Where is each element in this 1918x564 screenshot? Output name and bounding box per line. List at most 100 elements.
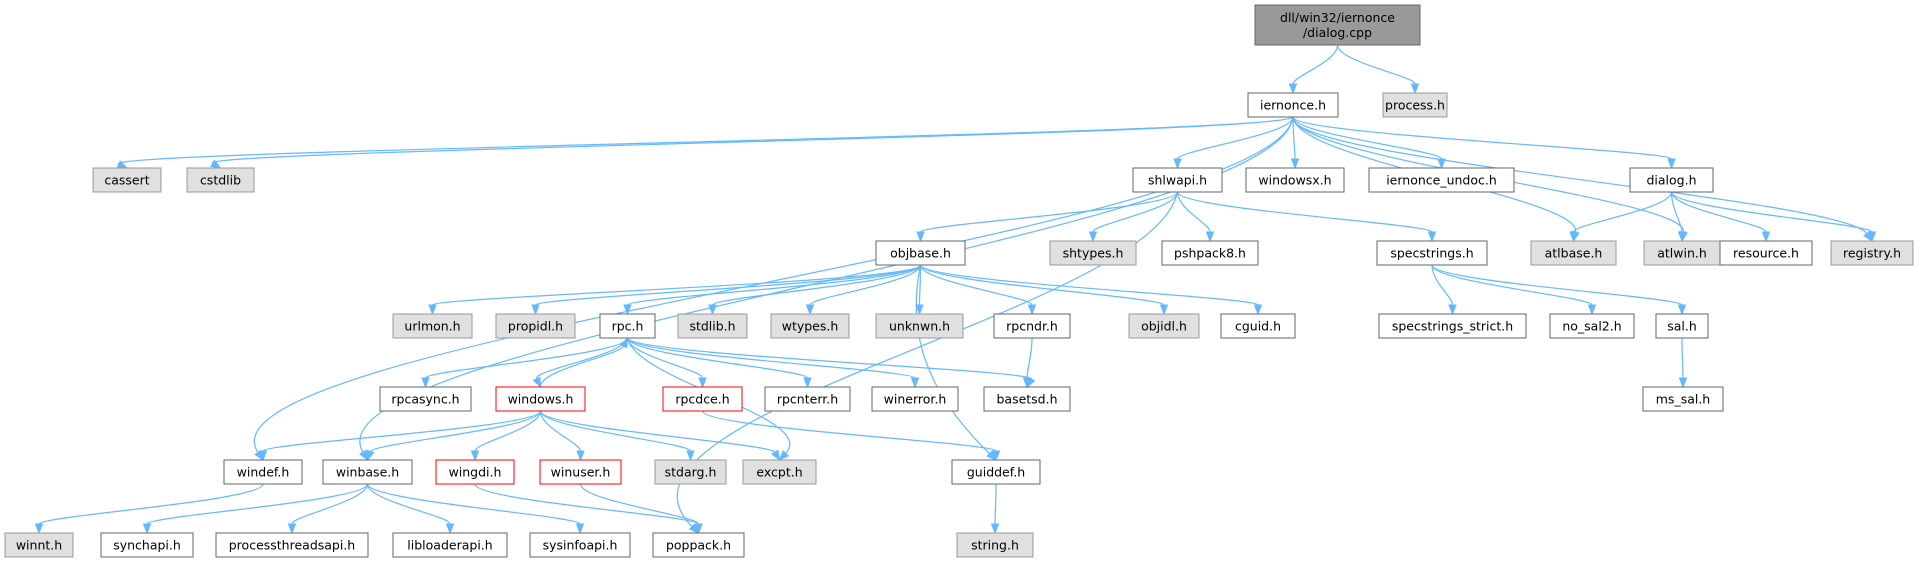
node-winuser-h[interactable]: winuser.h	[539, 459, 622, 485]
node-poppack-h[interactable]: poppack.h	[652, 532, 745, 558]
arrowhead-iernonce_h-to-dialog_h	[1667, 158, 1676, 170]
node-winbase-h[interactable]: winbase.h	[322, 459, 413, 485]
edge-winbase_h-to-sysinfoapi_h	[366, 483, 581, 525]
edge-objbase_h-to-stdlib_h	[711, 264, 922, 306]
arrowhead-iernonce_h-to-cstdlib	[210, 159, 222, 169]
node-pshpack8-h[interactable]: pshpack8.h	[1161, 240, 1259, 266]
node-cassert[interactable]: cassert	[92, 167, 162, 193]
node-windows-h[interactable]: windows.h	[495, 386, 586, 412]
node-windef-h[interactable]: windef.h	[223, 459, 303, 485]
node-label: shtypes.h	[1063, 246, 1124, 261]
node-process-h[interactable]: process.h	[1382, 92, 1448, 118]
node-stdarg-h[interactable]: stdarg.h	[654, 459, 727, 485]
node-box	[1368, 167, 1515, 193]
node-box	[1245, 167, 1345, 193]
node-sal-h[interactable]: sal.h	[1655, 313, 1709, 339]
node-box	[677, 313, 748, 339]
node-windowsx-h[interactable]: windowsx.h	[1245, 167, 1345, 193]
arrowhead-dialog_h-to-registry_h	[1867, 231, 1877, 243]
node-dialog-h[interactable]: dialog.h	[1629, 167, 1714, 193]
node-string-h[interactable]: string.h	[956, 532, 1034, 558]
node-cguid-h[interactable]: cguid.h	[1220, 313, 1296, 339]
node-box	[215, 532, 369, 558]
node-sysinfoapi-h[interactable]: sysinfoapi.h	[529, 532, 631, 558]
arrowhead-windows_h-to-excpt_h	[771, 449, 781, 462]
arrowhead-objbase_h-to-rpcndr_h	[1027, 304, 1037, 316]
node-iernonce-h[interactable]: iernonce.h	[1247, 92, 1339, 118]
arrowhead-shlwapi_h-to-objbase_h	[916, 231, 925, 243]
node-propidl-h[interactable]: propidl.h	[495, 313, 576, 339]
edge-windows_h-to-stdarg_h	[539, 410, 692, 452]
node-ms-sal-h[interactable]: ms_sal.h	[1642, 386, 1724, 412]
arrowhead-objbase_h-to-urlmon_h	[428, 304, 437, 316]
edge-objbase_h-to-propidl_h	[534, 264, 922, 306]
arrowhead-objbase_h-to-unknwn_h	[915, 304, 924, 316]
node-atlwin-h[interactable]: atlwin.h	[1643, 240, 1721, 266]
node-registry-h[interactable]: registry.h	[1830, 240, 1914, 266]
node-processthreadsapi-h[interactable]: processthreadsapi.h	[215, 532, 369, 558]
edge-dialog_h-to-atlbase_h	[1572, 191, 1673, 233]
arrowhead-dialog_h-to-atlwin_h	[1677, 231, 1687, 243]
node-shtypes-h[interactable]: shtypes.h	[1049, 240, 1137, 266]
node-rpc-h[interactable]: rpc.h	[599, 313, 656, 339]
node-rpcasync-h[interactable]: rpcasync.h	[379, 386, 472, 412]
edge-root-to-iernonce_h	[1292, 44, 1339, 85]
node-box	[495, 386, 586, 412]
arrowhead-guiddef_h-to-string_h	[990, 523, 1000, 535]
node-specstrings-strict-h[interactable]: specstrings_strict.h	[1378, 313, 1527, 339]
node-box	[983, 386, 1071, 412]
arrowhead-specstrings_h-to-sal_h	[1677, 304, 1687, 316]
node-rpcdce-h[interactable]: rpcdce.h	[662, 386, 743, 412]
node-basetsd-h[interactable]: basetsd.h	[983, 386, 1071, 412]
node-urlmon-h[interactable]: urlmon.h	[392, 313, 473, 339]
arrowhead-windows_h-to-stdarg_h	[686, 450, 695, 462]
node-wingdi-h[interactable]: wingdi.h	[435, 459, 515, 485]
node-box	[770, 313, 850, 339]
arrowhead-windows_h-to-winbase_h	[366, 449, 375, 462]
node-box	[539, 459, 622, 485]
arrowhead-shlwapi_h-to-specstrings_h	[1427, 231, 1437, 243]
node-atlbase-h[interactable]: atlbase.h	[1530, 240, 1617, 266]
node-excpt-h[interactable]: excpt.h	[742, 459, 817, 485]
node-cstdlib[interactable]: cstdlib	[186, 167, 255, 193]
node-specstrings-h[interactable]: specstrings.h	[1376, 240, 1488, 266]
node-label: synchapi.h	[113, 538, 181, 553]
node-label: iernonce_undoc.h	[1386, 173, 1497, 188]
node-label: rpc.h	[612, 319, 644, 334]
node-winerror-h[interactable]: winerror.h	[871, 386, 959, 412]
node-box	[322, 459, 413, 485]
node-no-sal2-h[interactable]: no_sal2.h	[1549, 313, 1635, 339]
arrowhead-rpc_h-to-rpcdce_h	[698, 377, 707, 389]
node-unknwn-h[interactable]: unknwn.h	[875, 313, 964, 339]
arrowhead-rpc_h-to-windows_h	[532, 376, 542, 389]
edge-iernonce_h-to-dialog_h	[1292, 116, 1673, 160]
node-guiddef-h[interactable]: guiddef.h	[951, 459, 1041, 485]
node-label: cassert	[104, 173, 149, 188]
node-stdlib-h[interactable]: stdlib.h	[677, 313, 748, 339]
edge-shlwapi_h-to-shtypes_h	[1092, 191, 1179, 233]
node-label: rpcasync.h	[391, 392, 459, 407]
node-libloaderapi-h[interactable]: libloaderapi.h	[392, 532, 508, 558]
node-label: stdlib.h	[689, 319, 735, 334]
arrowhead-root-to-iernonce_h	[1288, 83, 1298, 95]
node-wtypes-h[interactable]: wtypes.h	[770, 313, 850, 339]
node-box	[1549, 313, 1635, 339]
node-iernonce-undoc-h[interactable]: iernonce_undoc.h	[1368, 167, 1515, 193]
node-label: specstrings.h	[1390, 246, 1473, 261]
node-label: no_sal2.h	[1562, 319, 1621, 334]
node-objbase-h[interactable]: objbase.h	[875, 240, 966, 266]
node-label: process.h	[1385, 98, 1445, 113]
edge-rpc_h-to-basetsd_h	[626, 337, 1033, 380]
node-rpcndr-h[interactable]: rpcndr.h	[993, 313, 1071, 339]
node-shlwapi-h[interactable]: shlwapi.h	[1132, 167, 1223, 193]
node-synchapi-h[interactable]: synchapi.h	[100, 532, 194, 558]
edge-objbase_h-to-rpc_h	[626, 264, 922, 306]
edge-iernonce_h-to-windowsx_h	[1292, 116, 1296, 160]
node-root[interactable]: dll/win32/iernonce/dialog.cpp	[1254, 4, 1421, 46]
node-resource-h[interactable]: resource.h	[1719, 240, 1813, 266]
arrowhead-winbase_h-to-libloaderapi_h	[445, 523, 455, 535]
node-winnt-h[interactable]: winnt.h	[4, 532, 74, 558]
node-rpcnterr-h[interactable]: rpcnterr.h	[764, 386, 851, 412]
node-objidl-h[interactable]: objidl.h	[1128, 313, 1200, 339]
node-box	[92, 167, 162, 193]
